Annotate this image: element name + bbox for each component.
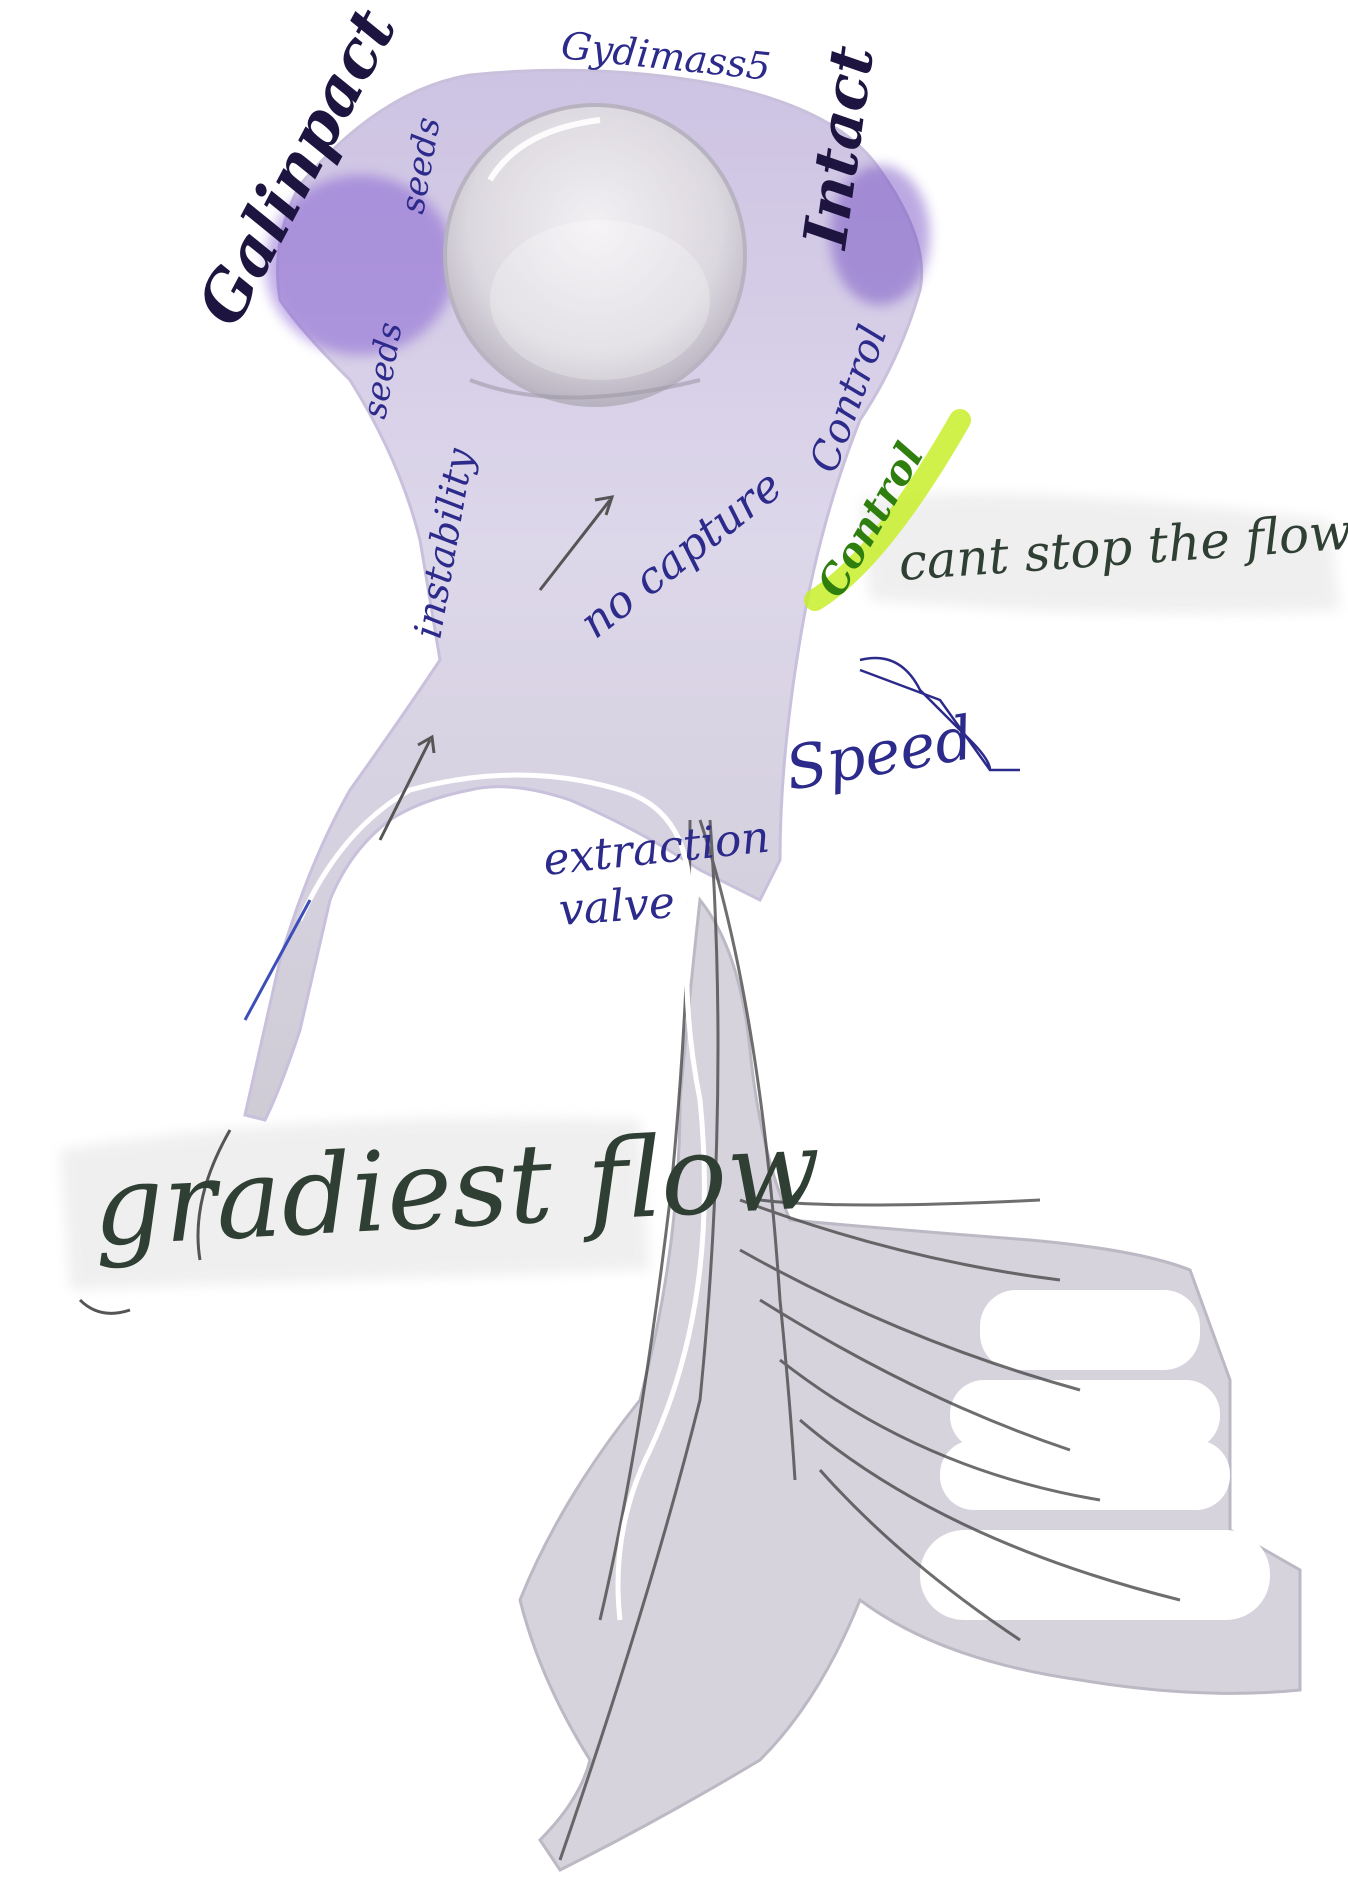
valve-text: valve [557, 877, 676, 936]
dome [445, 105, 745, 405]
gradient-arrow [80, 1300, 130, 1313]
speed-text: Speed [780, 703, 978, 805]
